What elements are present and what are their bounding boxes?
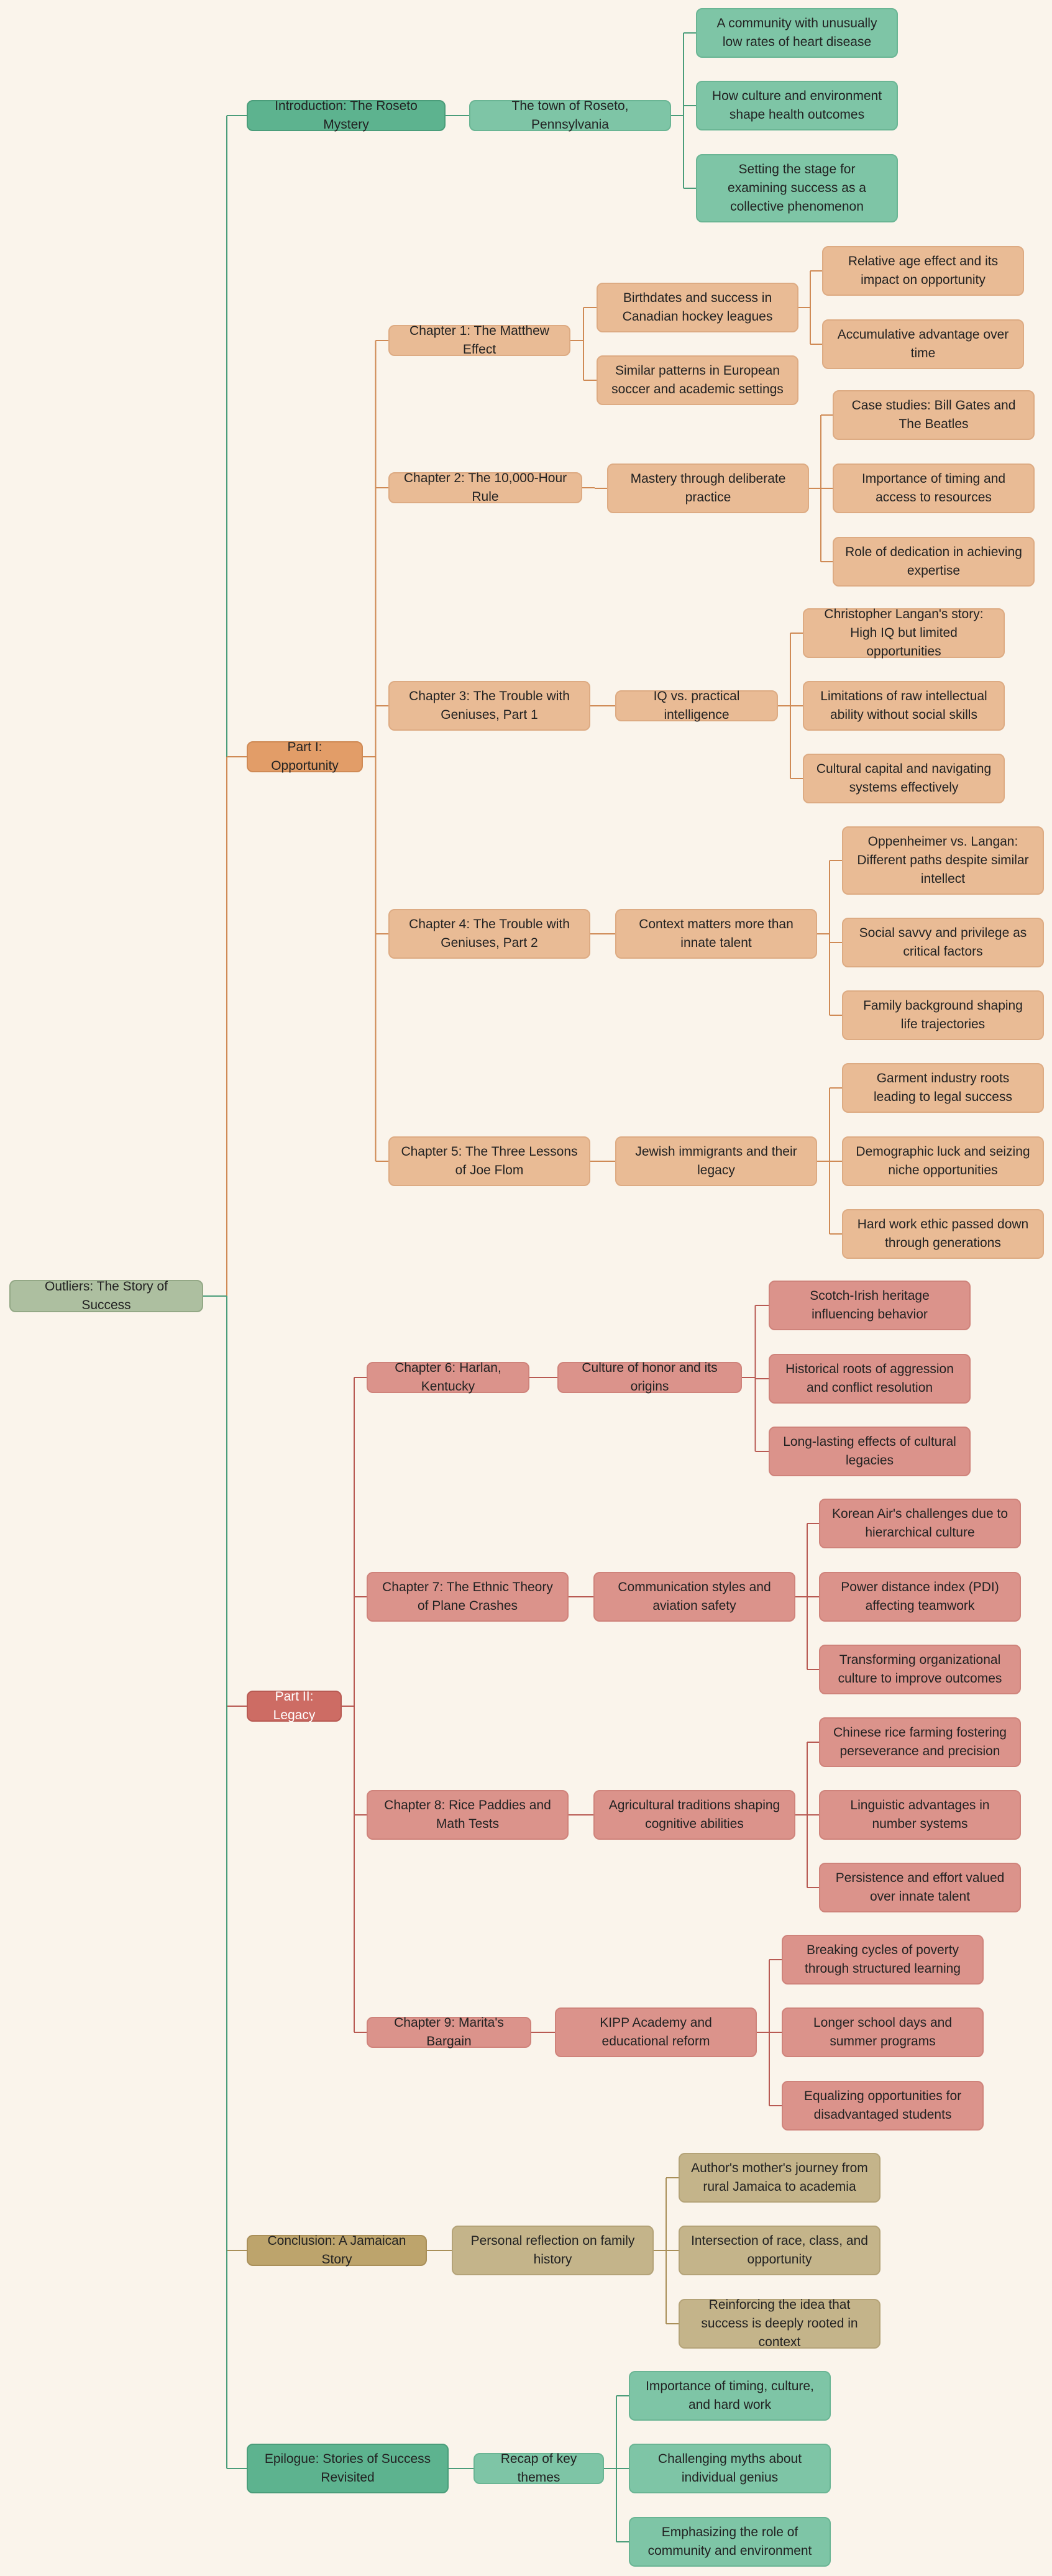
connector-b1-2-0 (778, 633, 803, 779)
chapter-8[interactable]: Chapter 8: Rice Paddies and Math Tests (367, 1790, 569, 1840)
leaf-aggression-roots[interactable]: Historical roots of aggression and confl… (769, 1354, 971, 1404)
connector-root (203, 756, 247, 1297)
connector-b4-0 (604, 2395, 629, 2542)
node-canadian-hockey[interactable]: Birthdates and success in Canadian hocke… (597, 283, 798, 332)
chapter-9[interactable]: Chapter 9: Marita's Bargain (367, 2016, 531, 2048)
node-jewish-immigrants[interactable]: Jewish immigrants and their legacy (615, 1136, 817, 1186)
chapter-2[interactable]: Chapter 2: The 10,000-Hour Rule (388, 471, 582, 504)
node-roseto-town[interactable]: The town of Roseto, Pennsylvania (469, 99, 671, 132)
connector-b2-0-0 (742, 1305, 769, 1452)
chapter-4[interactable]: Chapter 4: The Trouble with Geniuses, Pa… (388, 909, 590, 959)
node-european-soccer[interactable]: Similar patterns in European soccer and … (597, 355, 798, 405)
root-node[interactable]: Outliers: The Story of Success (9, 1279, 203, 1312)
connector-b2-3-0 (757, 1959, 782, 2106)
connector-b0-0 (671, 32, 696, 189)
connector-b1-4-0 (817, 1087, 842, 1235)
node-family-history[interactable]: Personal reflection on family history (452, 2226, 654, 2275)
chapter-3[interactable]: Chapter 3: The Trouble with Geniuses, Pa… (388, 681, 590, 731)
node-deliberate-practice[interactable]: Mastery through deliberate practice (607, 464, 809, 513)
leaf-culture-health[interactable]: How culture and environment shape health… (696, 81, 898, 130)
connector-b1-3-0 (817, 860, 842, 1016)
leaf-raw-intellect[interactable]: Limitations of raw intellectual ability … (803, 681, 1005, 731)
leaf-community-role[interactable]: Emphasizing the role of community and en… (629, 2517, 831, 2567)
leaf-genius-myths[interactable]: Challenging myths about individual geniu… (629, 2444, 831, 2493)
branch-part-2-legacy[interactable]: Part II: Legacy (247, 1689, 342, 1722)
connector-b1-0 (570, 307, 597, 381)
chapter-1[interactable]: Chapter 1: The Matthew Effect (388, 324, 570, 357)
leaf-org-culture[interactable]: Transforming organizational culture to i… (819, 1645, 1021, 1694)
connector-b2 (342, 1377, 367, 2033)
branch-conclusion[interactable]: Conclusion: A Jamaican Story (247, 2234, 427, 2267)
node-culture-of-honor[interactable]: Culture of honor and its origins (557, 1361, 742, 1394)
chapter-7[interactable]: Chapter 7: The Ethnic Theory of Plane Cr… (367, 1572, 569, 1622)
leaf-race-class[interactable]: Intersection of race, class, and opportu… (679, 2226, 880, 2275)
leaf-accumulative-advantage[interactable]: Accumulative advantage over time (822, 319, 1024, 369)
leaf-collective-success[interactable]: Setting the stage for examining success … (696, 154, 898, 222)
leaf-power-distance[interactable]: Power distance index (PDI) affecting tea… (819, 1572, 1021, 1622)
leaf-rice-farming[interactable]: Chinese rice farming fostering persevera… (819, 1717, 1021, 1767)
connector-root (203, 115, 247, 1297)
connector-root (203, 1295, 247, 2469)
leaf-relative-age[interactable]: Relative age effect and its impact on op… (822, 246, 1024, 296)
connector-b3-0 (654, 2177, 679, 2324)
leaf-hard-work-ethic[interactable]: Hard work ethic passed down through gene… (842, 1209, 1044, 1259)
leaf-dedication[interactable]: Role of dedication in achieving expertis… (833, 537, 1035, 587)
chapter-5[interactable]: Chapter 5: The Three Lessons of Joe Flom (388, 1136, 590, 1186)
node-context-matters[interactable]: Context matters more than innate talent (615, 909, 817, 959)
branch-part-1-opportunity[interactable]: Part I: Opportunity (247, 740, 363, 773)
leaf-mothers-journey[interactable]: Author's mother's journey from rural Jam… (679, 2153, 880, 2203)
chapter-6[interactable]: Chapter 6: Harlan, Kentucky (367, 1361, 529, 1394)
leaf-timing-access[interactable]: Importance of timing and access to resou… (833, 464, 1035, 513)
node-kipp-academy[interactable]: KIPP Academy and educational reform (555, 2007, 757, 2057)
connector-b2-1-0 (795, 1523, 819, 1670)
leaf-timing-culture[interactable]: Importance of timing, culture, and hard … (629, 2371, 831, 2421)
leaf-demographic-luck[interactable]: Demographic luck and seizing niche oppor… (842, 1136, 1044, 1186)
leaf-heart-disease[interactable]: A community with unusually low rates of … (696, 8, 898, 58)
leaf-social-savvy[interactable]: Social savvy and privilege as critical f… (842, 918, 1044, 967)
leaf-oppenheimer-langan[interactable]: Oppenheimer vs. Langan: Different paths … (842, 826, 1044, 895)
leaf-scotch-irish[interactable]: Scotch-Irish heritage influencing behavi… (769, 1281, 971, 1330)
branch-epilogue[interactable]: Epilogue: Stories of Success Revisited (247, 2444, 449, 2493)
leaf-langan-story[interactable]: Christopher Langan's story: High IQ but … (803, 607, 1005, 659)
connector-b1-1-0 (809, 414, 833, 562)
connector-b1 (363, 340, 388, 1162)
node-agricultural-traditions[interactable]: Agricultural traditions shaping cognitiv… (593, 1790, 795, 1840)
leaf-equalizing-opportunities[interactable]: Equalizing opportunities for disadvantag… (782, 2081, 984, 2131)
connector-root (203, 1295, 247, 2251)
node-communication-styles[interactable]: Communication styles and aviation safety (593, 1572, 795, 1622)
leaf-gates-beatles[interactable]: Case studies: Bill Gates and The Beatles (833, 390, 1035, 440)
leaf-poverty-cycles[interactable]: Breaking cycles of poverty through struc… (782, 1935, 984, 1985)
leaf-family-background[interactable]: Family background shaping life trajector… (842, 990, 1044, 1040)
connector-b1-0-0 (798, 270, 822, 345)
node-iq-practical[interactable]: IQ vs. practical intelligence (615, 689, 778, 722)
leaf-number-systems[interactable]: Linguistic advantages in number systems (819, 1790, 1021, 1840)
leaf-persistence[interactable]: Persistence and effort valued over innat… (819, 1863, 1021, 1912)
branch-introduction[interactable]: Introduction: The Roseto Mystery (247, 99, 446, 132)
connector-root (203, 1295, 247, 1707)
node-recap[interactable]: Recap of key themes (473, 2452, 604, 2485)
leaf-korean-air[interactable]: Korean Air's challenges due to hierarchi… (819, 1499, 1021, 1548)
leaf-cultural-capital[interactable]: Cultural capital and navigating systems … (803, 754, 1005, 803)
leaf-cultural-legacies[interactable]: Long-lasting effects of cultural legacie… (769, 1427, 971, 1476)
connector-b2-2-0 (795, 1742, 819, 1888)
leaf-longer-school-days[interactable]: Longer school days and summer programs (782, 2007, 984, 2057)
leaf-garment-industry[interactable]: Garment industry roots leading to legal … (842, 1063, 1044, 1113)
leaf-success-context[interactable]: Reinforcing the idea that success is dee… (679, 2298, 880, 2349)
